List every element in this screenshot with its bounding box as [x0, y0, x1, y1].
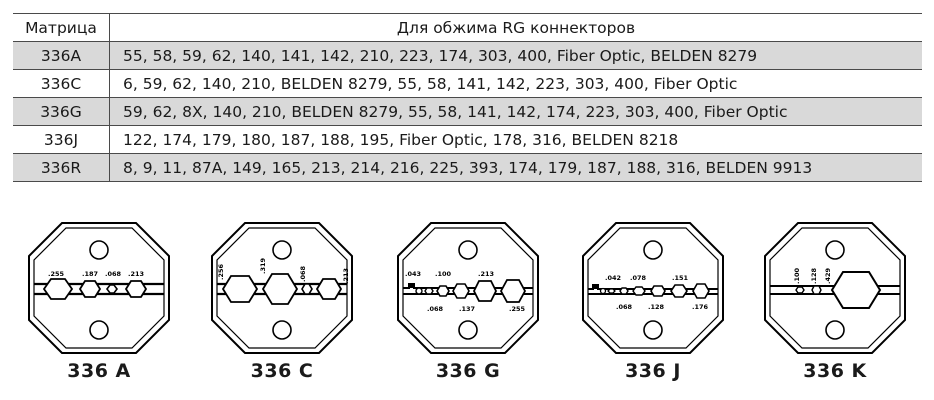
die-label: .068 [105, 270, 122, 278]
die-336j-drawing: .042 .078 .151 .068 .128 .176 [582, 222, 724, 354]
die-336c-drawing: .256 .319 .068 .213 [211, 222, 353, 354]
die-label: .255 [509, 305, 526, 313]
die-336j: .042 .078 .151 .068 .128 .176 336 J [578, 218, 728, 398]
die-336a: .255 .187 .068 .213 336 A [24, 218, 174, 398]
die-label: .256 [217, 263, 225, 280]
die-label: .137 [459, 305, 475, 313]
die-label: .151 [672, 274, 689, 282]
die-label: .100 [435, 270, 452, 278]
die-label: .068 [616, 303, 633, 311]
matrix-code: 336A [13, 41, 110, 70]
die-label: .187 [82, 270, 98, 278]
connector-list: 59, 62, 8X, 140, 210, BELDEN 8279, 55, 5… [109, 97, 922, 126]
table-row: 336A 55, 58, 59, 62, 140, 141, 142, 210,… [13, 41, 922, 70]
connector-list: 8, 9, 11, 87A, 149, 165, 213, 214, 216, … [109, 153, 922, 182]
connector-list: 55, 58, 59, 62, 140, 141, 142, 210, 223,… [109, 41, 922, 70]
matrix-code: 336G [13, 97, 110, 126]
table-row: 336C 6, 59, 62, 140, 210, BELDEN 8279, 5… [13, 69, 922, 98]
matrix-code: 336R [13, 153, 110, 182]
die-label: .043 [405, 270, 421, 278]
die-label: .100 [793, 267, 801, 284]
die-title: 336 A [67, 360, 131, 382]
die-label: .068 [299, 265, 307, 282]
matrix-code: 336J [13, 125, 110, 154]
die-336k: .100 .128 .429 336 K [760, 218, 910, 398]
die-label: .319 [259, 257, 267, 274]
die-label: .176 [692, 303, 709, 311]
table-row: 336R 8, 9, 11, 87A, 149, 165, 213, 214, … [13, 153, 922, 182]
die-label: .255 [48, 270, 65, 278]
connector-list: 122, 174, 179, 180, 187, 188, 195, Fiber… [109, 125, 922, 154]
die-label: .128 [648, 303, 665, 311]
die-label: .213 [478, 270, 494, 278]
die-label: .128 [810, 267, 818, 284]
die-336g: .043 .100 .213 .068 .137 .255 336 G [393, 218, 543, 398]
die-label: .078 [630, 274, 647, 282]
header-connectors: Для обжима RG коннекторов [109, 13, 922, 42]
die-336a-drawing: .255 .187 .068 .213 [28, 222, 170, 354]
die-336g-drawing: .043 .100 .213 .068 .137 .255 [397, 222, 539, 354]
table-row: 336J 122, 174, 179, 180, 187, 188, 195, … [13, 125, 922, 154]
connector-spec-table: Матрица Для обжима RG коннекторов 336A 5… [13, 13, 922, 182]
table-header-row: Матрица Для обжима RG коннекторов [13, 13, 922, 42]
matrix-code: 336C [13, 69, 110, 98]
die-label: .213 [128, 270, 144, 278]
table-row: 336G 59, 62, 8X, 140, 210, BELDEN 8279, … [13, 97, 922, 126]
die-336c: .256 .319 .068 .213 336 C [207, 218, 357, 398]
die-title: 336 J [625, 360, 681, 382]
die-title: 336 G [435, 360, 501, 382]
die-label: .042 [605, 274, 621, 282]
die-label: .068 [427, 305, 444, 313]
header-matrix: Матрица [13, 13, 110, 42]
die-title: 336 K [803, 360, 867, 382]
die-336k-drawing: .100 .128 .429 [764, 222, 906, 354]
die-label: .213 [342, 268, 350, 284]
die-title: 336 C [250, 360, 314, 382]
die-label: .429 [824, 267, 832, 284]
connector-list: 6, 59, 62, 140, 210, BELDEN 8279, 55, 58… [109, 69, 922, 98]
